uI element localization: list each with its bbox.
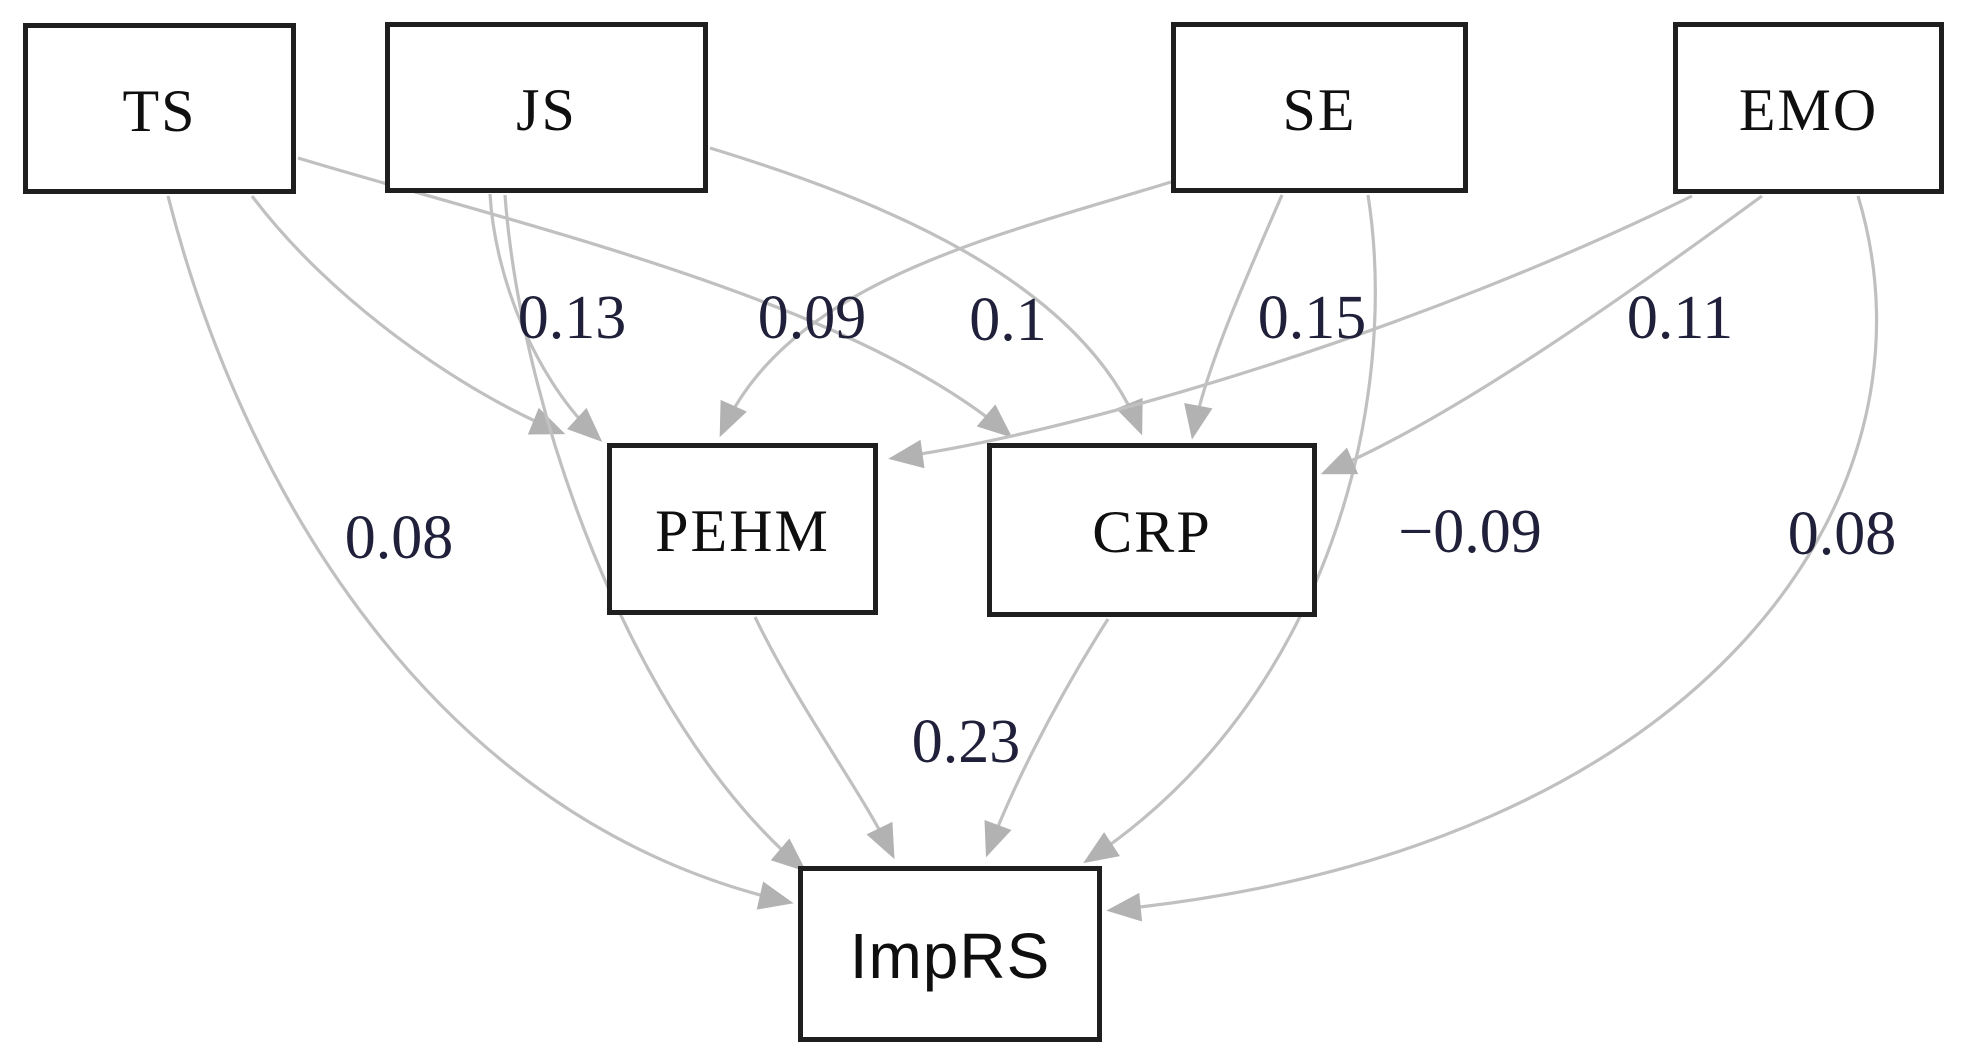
edge-SE-ImpRS	[1083, 194, 1377, 864]
edge-TS-ImpRS	[166, 195, 794, 910]
node-label-EMO: EMO	[1738, 77, 1879, 143]
node-box-JS: JS	[385, 22, 708, 193]
coefficient-label-TS-ImpRS: 0.08	[344, 504, 454, 572]
node-box-ImpRS: ImpRS	[798, 866, 1102, 1042]
edge-TS-CRP	[297, 156, 1013, 438]
edge-TS-PEHM	[250, 195, 566, 435]
edge-SE-CRP	[1184, 194, 1284, 440]
node-box-CRP: CRP	[987, 443, 1317, 617]
coefficient-label-SE-CRP: 0.15	[1257, 284, 1367, 352]
coefficient-label-SE-PEHM: 0.09	[757, 284, 867, 352]
node-box-PEHM: PEHM	[607, 443, 878, 615]
coefficient-label-EMO-ImpRS: 0.08	[1787, 500, 1897, 568]
edge-CRP-ImpRS	[984, 618, 1110, 858]
coefficient-label-TS-PEHM: 0.13	[517, 284, 627, 352]
coefficient-label-JS-CRP: 0.1	[969, 286, 1047, 354]
node-label-CRP: CRP	[1092, 499, 1212, 565]
coefficient-label-EMO-CRP: 0.11	[1626, 284, 1734, 352]
node-box-EMO: EMO	[1673, 22, 1944, 194]
node-label-TS: TS	[122, 77, 197, 144]
edge-PEHM-ImpRS	[753, 616, 895, 860]
edge-EMO-CRP	[1320, 194, 1763, 475]
edge-EMO-PEHM	[888, 194, 1693, 469]
node-label-PEHM: PEHM	[655, 498, 830, 564]
node-box-TS: TS	[23, 23, 296, 194]
edge-JS-CRP	[709, 146, 1143, 436]
node-label-JS: JS	[516, 76, 577, 143]
coefficient-label-SE-ImpRS: −0.09	[1398, 498, 1542, 566]
edge-SE-PEHM	[719, 180, 1172, 438]
node-box-SE: SE	[1171, 22, 1468, 193]
coefficient-label-CRP-ImpRS: 0.23	[911, 708, 1021, 776]
edge-EMO-ImpRS	[1106, 195, 1879, 922]
edge-JS-ImpRS	[503, 194, 807, 872]
node-label-ImpRS: ImpRS	[849, 920, 1051, 992]
node-label-SE: SE	[1282, 76, 1357, 143]
